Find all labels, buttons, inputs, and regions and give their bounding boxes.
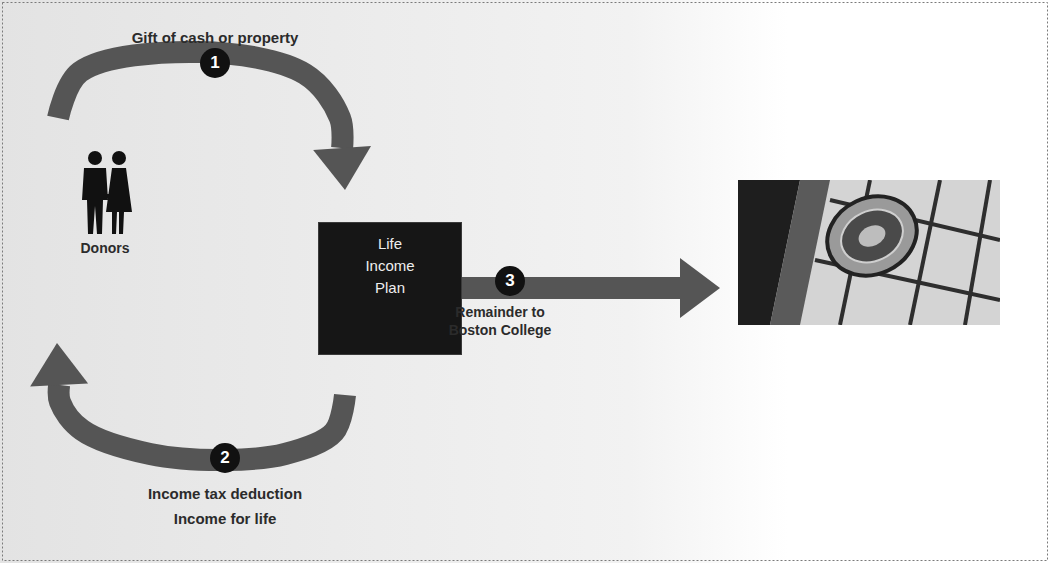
donors-icon: [82, 151, 132, 234]
callout-number: 1: [200, 48, 230, 78]
remainder-label: Remainder to Boston College: [440, 303, 560, 339]
arrow-head: [30, 343, 88, 386]
stained-glass-photo: [738, 180, 1000, 325]
callout-number: 2: [210, 443, 240, 473]
frame-border: [3, 3, 1048, 561]
plan-box: Life Income Plan: [318, 222, 462, 355]
flow-arrow: [30, 343, 345, 460]
callout-number: 3: [495, 266, 525, 296]
edge-label: Income tax deduction Income for life: [132, 482, 318, 532]
arrow-head: [313, 146, 371, 190]
arrow-band: [59, 385, 345, 460]
edge-label: Gift of cash or property: [85, 29, 345, 47]
node-text: Donors: [81, 240, 130, 256]
donor-group: Donors: [50, 140, 160, 258]
node-text: Life Income Plan: [359, 233, 421, 298]
